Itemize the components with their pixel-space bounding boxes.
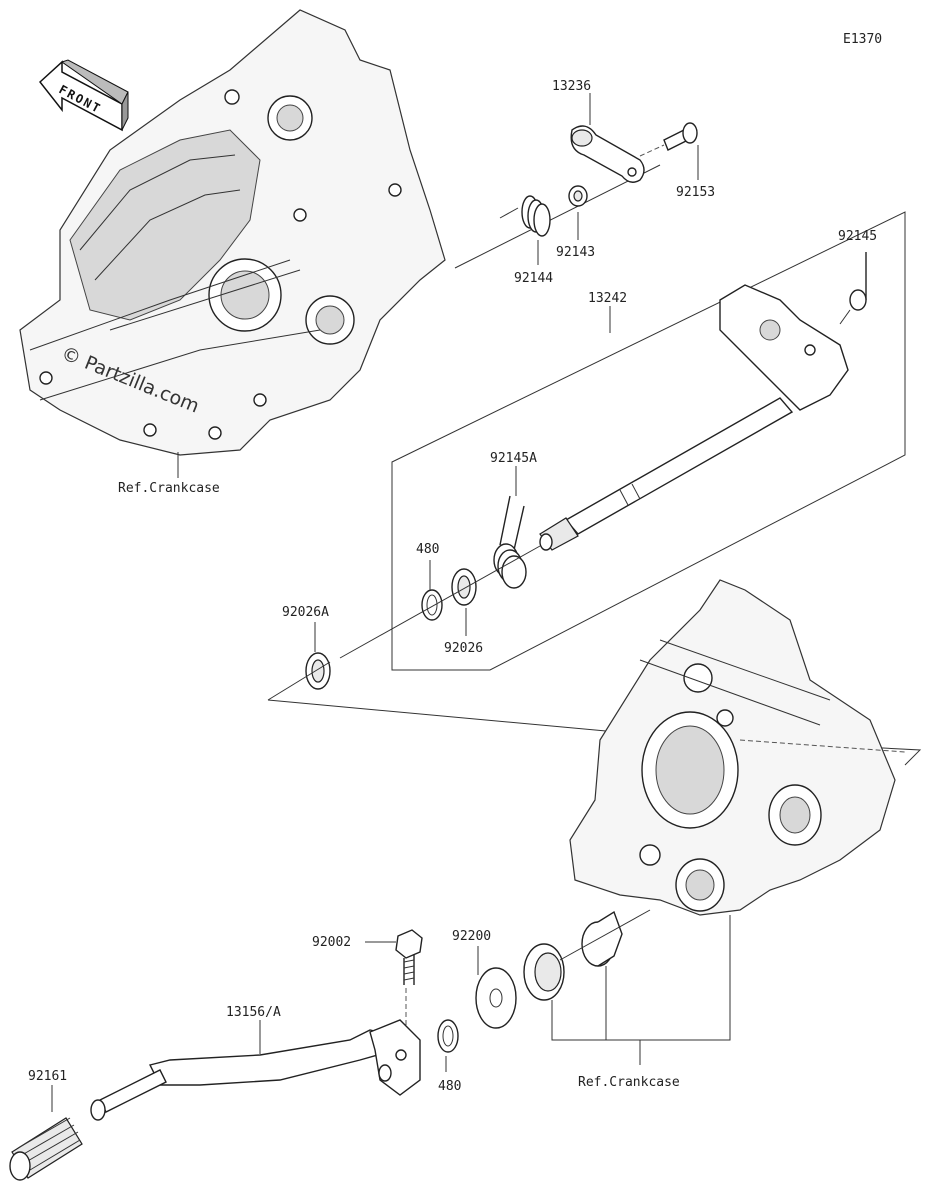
part-label-92026: 92026 <box>444 641 483 656</box>
return-spring-92145A[interactable] <box>493 495 527 589</box>
shift-pedal-13156[interactable] <box>90 1019 421 1121</box>
spring-pin-92145[interactable] <box>839 252 867 325</box>
axis-stub <box>267 661 331 701</box>
needle-bearing[interactable] <box>581 910 623 967</box>
washer-92026[interactable] <box>451 568 477 606</box>
part-label-92145: 92145 <box>838 229 877 244</box>
pedal-rubber-92161[interactable] <box>9 1117 83 1181</box>
lower-axis-line <box>559 909 651 961</box>
shaft-axis-line <box>339 545 541 659</box>
part-label-92145A: 92145A <box>490 451 537 466</box>
shift-shaft-assembly-box <box>391 211 906 671</box>
crankcase-right-drawing <box>569 579 906 916</box>
ref-crankcase-lower: Ref.Crankcase <box>578 1075 680 1090</box>
upper-axis-line <box>454 164 661 269</box>
circlip-480-lower[interactable] <box>437 1019 459 1053</box>
circlip-480-upper[interactable] <box>421 589 443 621</box>
assembly-line-lower <box>267 699 651 736</box>
part-label-13236: 13236 <box>552 79 591 94</box>
shift-shaft-13242[interactable] <box>539 284 849 551</box>
part-label-92153: 92153 <box>676 185 715 200</box>
oil-seal[interactable] <box>523 943 565 1001</box>
part-label-92143: 92143 <box>556 245 595 260</box>
part-label-480-upper: 480 <box>416 542 439 557</box>
ref-crankcase-upper: Ref.Crankcase <box>118 481 220 496</box>
spring-92144[interactable] <box>499 195 551 237</box>
part-label-92200: 92200 <box>452 929 491 944</box>
part-label-92161: 92161 <box>28 1069 67 1084</box>
bolt-92002[interactable] <box>395 929 423 985</box>
bolt-92153[interactable] <box>639 122 698 157</box>
part-label-92026A: 92026A <box>282 605 329 620</box>
washer-92200[interactable] <box>475 967 517 1029</box>
washer-92026A[interactable] <box>305 652 331 690</box>
crankcase-left-drawing <box>19 9 446 456</box>
part-label-92144: 92144 <box>514 271 553 286</box>
shift-lever-13236[interactable] <box>570 125 645 183</box>
ref-bracket-lower <box>551 915 731 1041</box>
part-label-92002: 92002 <box>312 935 351 950</box>
part-label-13242: 13242 <box>588 291 627 306</box>
part-label-13156: 13156/A <box>226 1005 281 1020</box>
part-label-480-lower: 480 <box>438 1079 461 1094</box>
front-arrow-icon: FRONT <box>38 59 129 132</box>
diagram-code: E1370 <box>843 32 882 47</box>
collar-92143[interactable] <box>568 185 588 207</box>
